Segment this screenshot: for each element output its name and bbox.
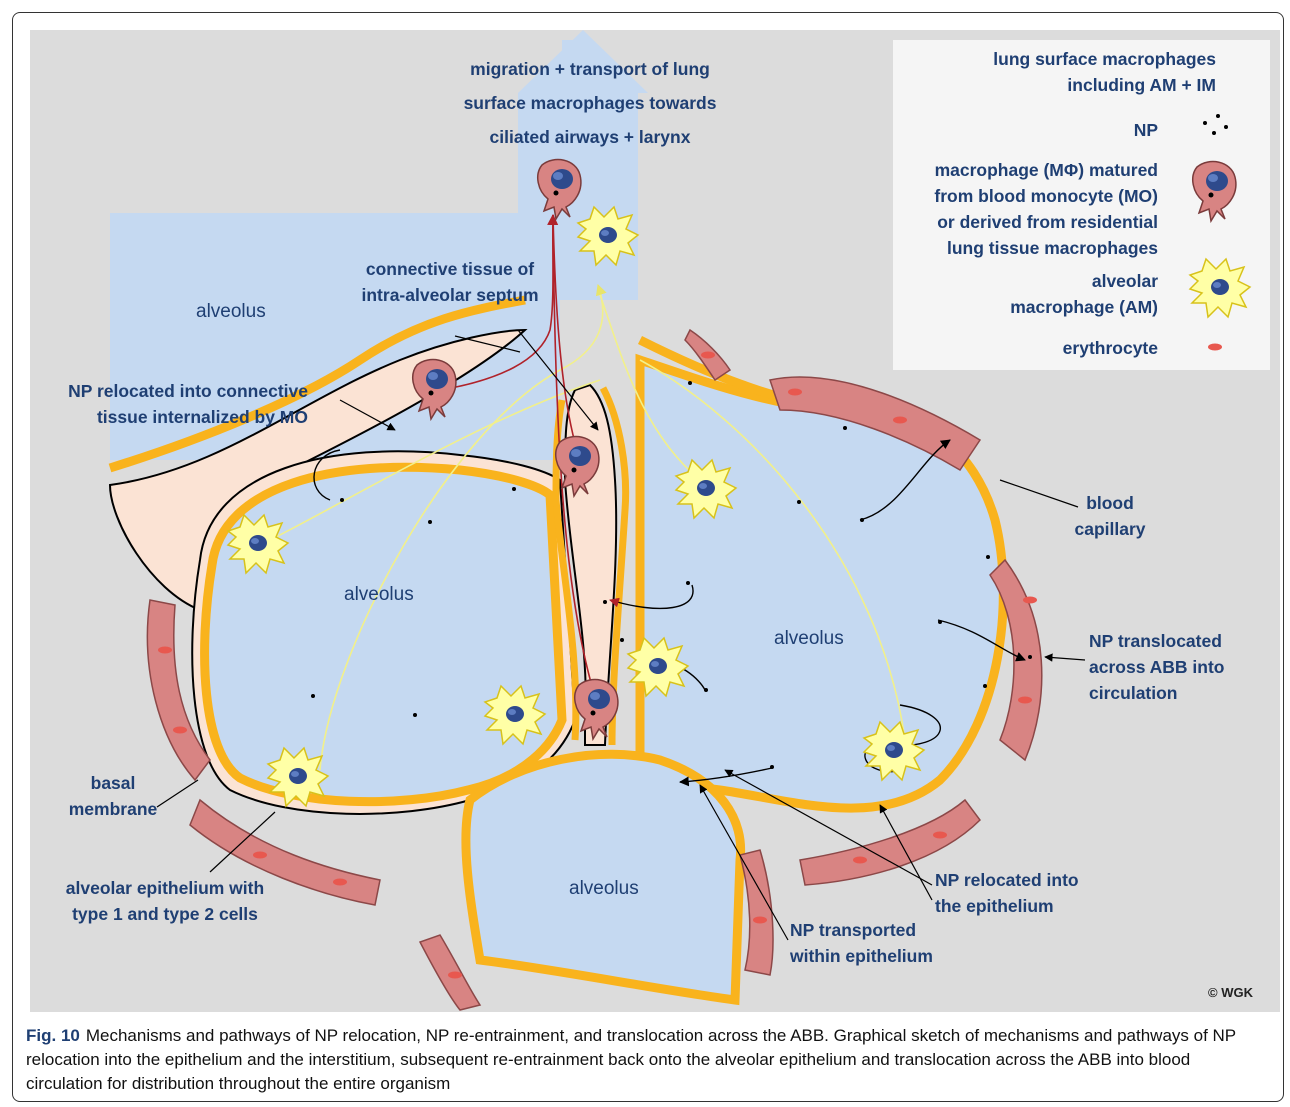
legend-title: lung surface macrophages including AM + … bbox=[993, 46, 1216, 98]
label-line: connective tissue of bbox=[350, 256, 550, 282]
label-line: capillary bbox=[1070, 516, 1150, 542]
label-line: NP transported bbox=[790, 917, 933, 943]
label-np-translocated: NP translocated across ABB into circulat… bbox=[1089, 628, 1225, 706]
label-alveolus-bottom: alveolus bbox=[569, 876, 639, 902]
arrow-label-line: surface macrophages towards bbox=[440, 86, 740, 120]
label-line: tissue internalized by MO bbox=[68, 404, 308, 430]
legend-macrophage-line: lung tissue macrophages bbox=[934, 235, 1158, 261]
legend-am-line: macrophage (AM) bbox=[1010, 294, 1158, 320]
label-alveolus-left: alveolus bbox=[344, 582, 414, 608]
label-line: type 1 and type 2 cells bbox=[40, 901, 290, 927]
label-basal-membrane: basal membrane bbox=[58, 770, 168, 822]
legend-macrophage-line: macrophage (MΦ) matured bbox=[934, 157, 1158, 183]
label-blood-capillary: blood capillary bbox=[1070, 490, 1150, 542]
label-line: membrane bbox=[58, 796, 168, 822]
legend-erythrocyte-icon bbox=[1208, 344, 1222, 351]
label-connective-tissue: connective tissue of intra-alveolar sept… bbox=[350, 256, 550, 308]
legend-title-line: lung surface macrophages bbox=[993, 46, 1216, 72]
arrow-label: migration + transport of lung surface ma… bbox=[440, 52, 740, 154]
label-line: alveolar epithelium with bbox=[40, 875, 290, 901]
label-alveolus-top: alveolus bbox=[196, 299, 266, 325]
label-line: NP relocated into connective bbox=[68, 378, 308, 404]
label-alveolar-epithelium: alveolar epithelium with type 1 and type… bbox=[40, 875, 290, 927]
arrow-label-line: migration + transport of lung bbox=[440, 52, 740, 86]
caption-text: Mechanisms and pathways of NP relocation… bbox=[26, 1026, 1236, 1093]
legend-macrophage-icon bbox=[1193, 162, 1236, 221]
label-np-transported: NP transported within epithelium bbox=[790, 917, 933, 969]
label-np-connective: NP relocated into connective tissue inte… bbox=[68, 378, 308, 430]
legend-macrophage: macrophage (MΦ) matured from blood monoc… bbox=[934, 157, 1158, 261]
arrow-label-line: ciliated airways + larynx bbox=[440, 120, 740, 154]
label-line: across ABB into bbox=[1089, 654, 1225, 680]
label-line: NP translocated bbox=[1089, 628, 1225, 654]
label-line: circulation bbox=[1089, 680, 1225, 706]
copyright: © WGK bbox=[1208, 985, 1253, 1000]
label-line: NP relocated into bbox=[935, 867, 1079, 893]
caption-label: Fig. 10 bbox=[26, 1026, 80, 1045]
legend-title-line: including AM + IM bbox=[993, 72, 1216, 98]
label-line: basal bbox=[58, 770, 168, 796]
label-np-relocated-epithelium: NP relocated into the epithelium bbox=[935, 867, 1079, 919]
label-line: intra-alveolar septum bbox=[350, 282, 550, 308]
legend-np: NP bbox=[1134, 117, 1158, 143]
legend-macrophage-line: or derived from residential bbox=[934, 209, 1158, 235]
legend-erythrocyte: erythrocyte bbox=[1063, 335, 1158, 361]
label-alveolus-right: alveolus bbox=[774, 626, 844, 652]
label-line: the epithelium bbox=[935, 893, 1079, 919]
legend-alveolar-macrophage: alveolar macrophage (AM) bbox=[1010, 268, 1158, 320]
label-line: blood bbox=[1070, 490, 1150, 516]
label-line: within epithelium bbox=[790, 943, 933, 969]
legend-am-line: alveolar bbox=[1010, 268, 1158, 294]
legend-macrophage-line: from blood monocyte (MO) bbox=[934, 183, 1158, 209]
legend-am-icon bbox=[1190, 259, 1250, 317]
